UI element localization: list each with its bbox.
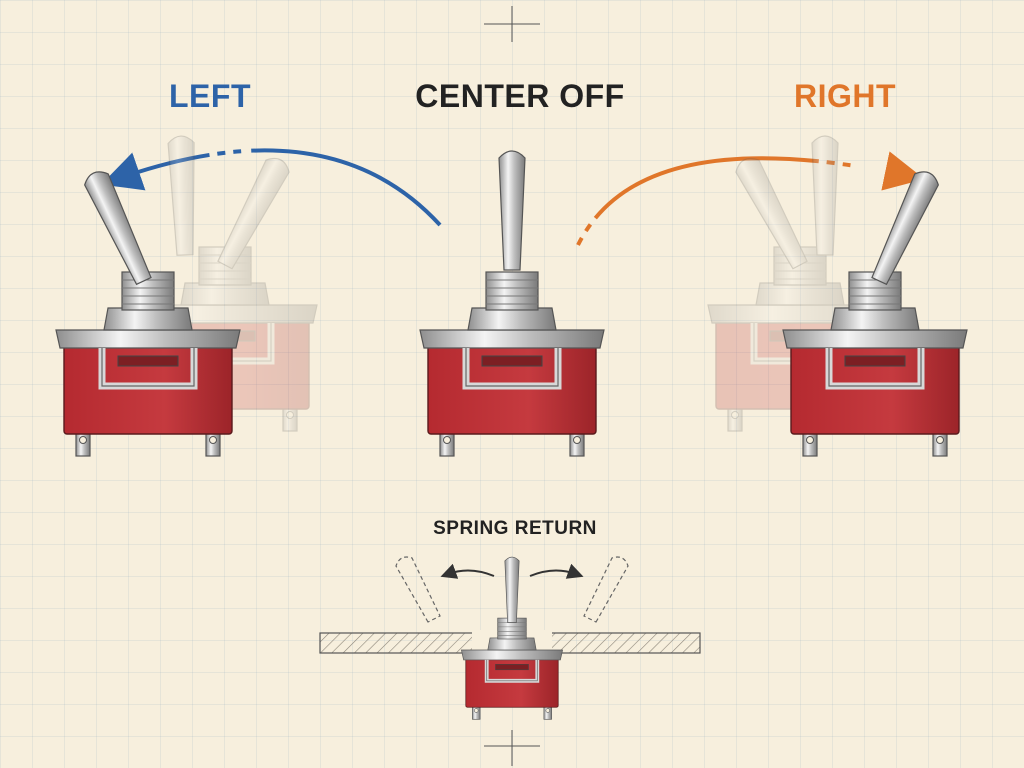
label-left: LEFT (169, 78, 251, 114)
right-arrow (576, 151, 925, 246)
switch-right-position (708, 135, 967, 456)
crosshair-top (484, 6, 540, 42)
label-center-off: CENTER OFF (415, 78, 625, 114)
spring-return-diagram (319, 556, 701, 722)
switch-center-off-position (420, 150, 604, 456)
switch-left-position (56, 135, 317, 456)
crosshair-bottom (484, 730, 540, 766)
label-spring-return: SPRING RETURN (433, 518, 597, 539)
label-right: RIGHT (793, 78, 897, 114)
